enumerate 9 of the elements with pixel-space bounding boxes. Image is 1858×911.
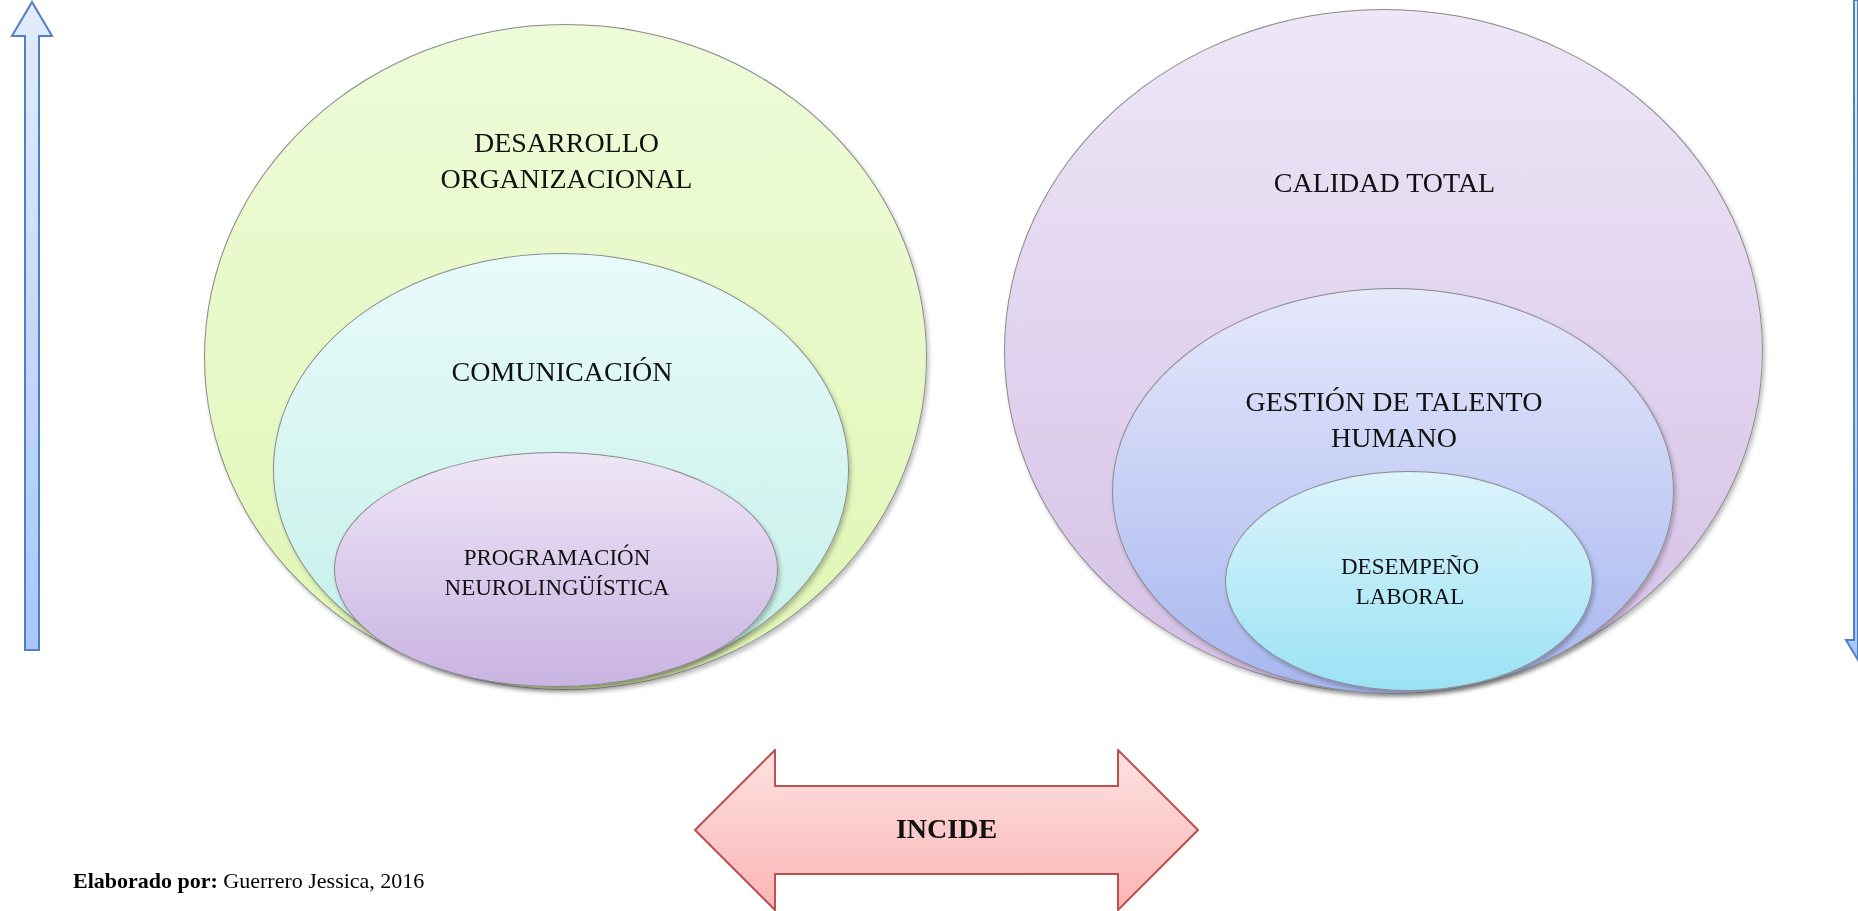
node-label: GESTIÓN DE TALENTO HUMANO [1244, 385, 1544, 456]
caption: Elaborado por: Guerrero Jessica, 2016 [73, 868, 425, 894]
node-label: PROGRAMACIÓN NEUROLINGÜÍSTICA [443, 543, 671, 602]
node-label: COMUNICACIÓN [450, 355, 674, 389]
arrow-label: INCIDE [894, 812, 999, 846]
node-label: CALIDAD TOTAL [1272, 166, 1497, 200]
double-block-arrow [694, 749, 1199, 911]
node-label: DESARROLLO ORGANIZACIONAL [439, 126, 694, 197]
node-label: DESEMPEÑO LABORAL [1340, 553, 1480, 611]
